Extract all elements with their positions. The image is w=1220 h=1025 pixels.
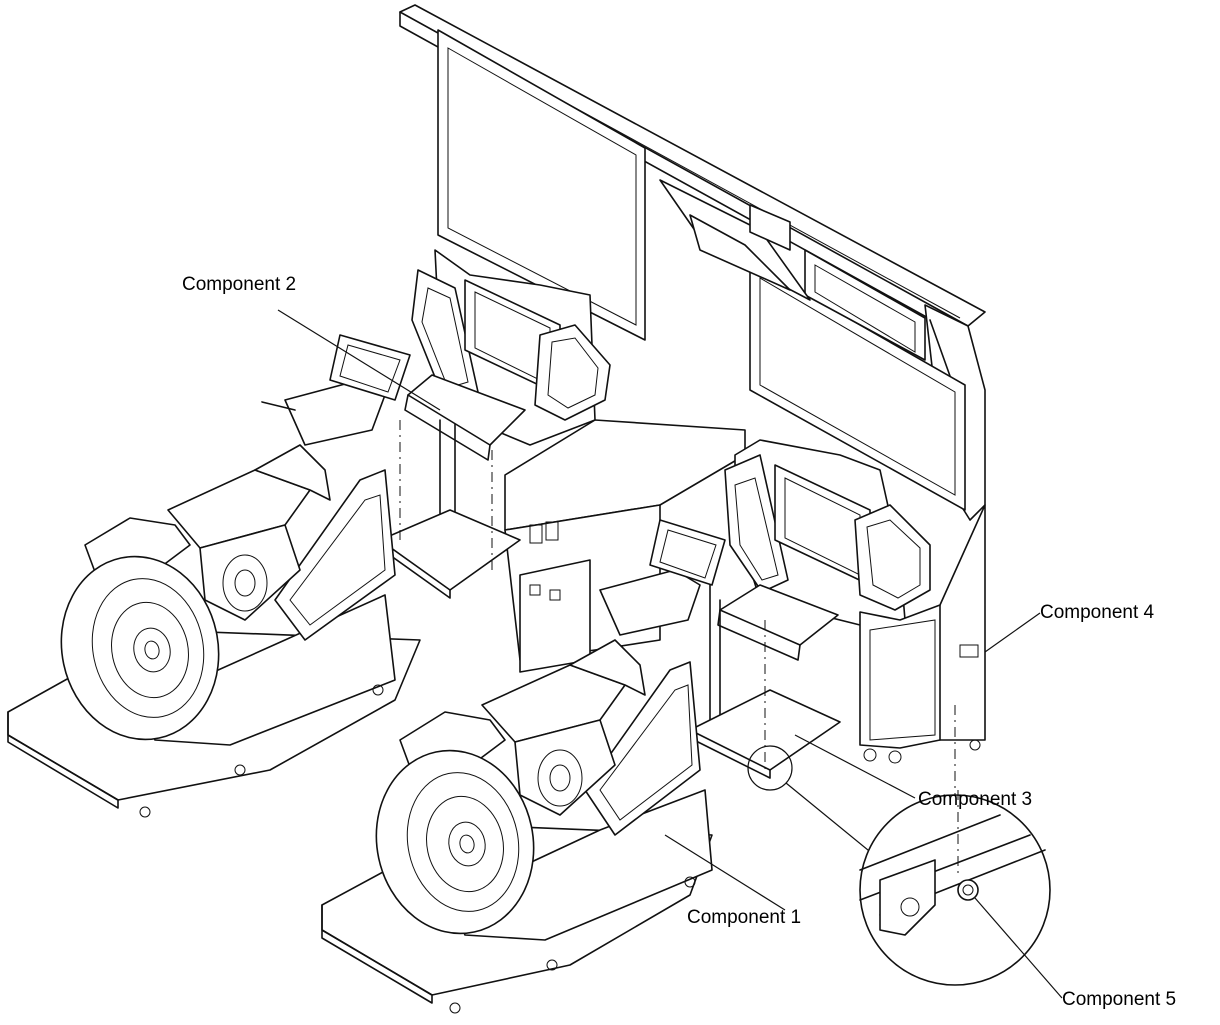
label-component-4: Component 4: [1040, 602, 1155, 623]
leader-lines: [277, 309, 1063, 999]
label-component-3: Component 3: [918, 789, 1032, 810]
upper-tray: [404, 374, 839, 661]
center-lines: [399, 420, 956, 810]
detail-callout: [747, 745, 1051, 986]
label-component-2: Component 2: [182, 274, 296, 295]
label-component-1: Component 1: [687, 907, 801, 928]
motorbike-center: [321, 519, 726, 1014]
motorbike-left: [7, 334, 421, 818]
main-cabinet: [399, 4, 986, 764]
label-component-5: Component 5: [1062, 989, 1176, 1010]
